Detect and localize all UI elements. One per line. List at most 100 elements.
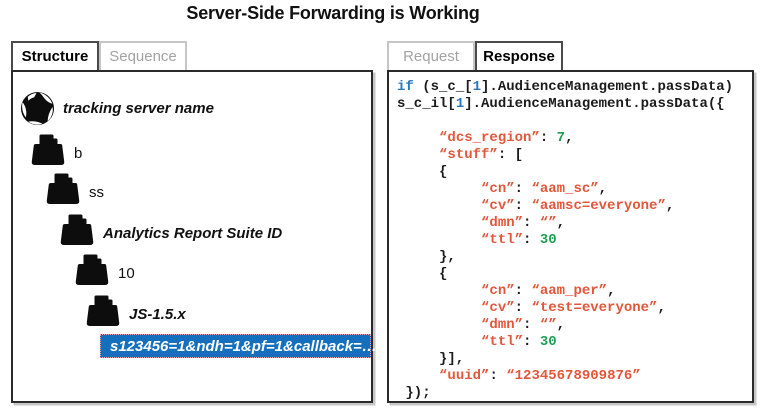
tree-item-ss[interactable]: ss bbox=[45, 173, 104, 206]
folder-icon bbox=[30, 134, 66, 167]
code-token: “stuff” bbox=[439, 147, 498, 163]
code-token bbox=[397, 283, 481, 299]
tree-item-label: tracking server name bbox=[63, 100, 214, 117]
code-token bbox=[397, 198, 481, 214]
tree-item-10[interactable]: 10 bbox=[74, 254, 135, 287]
tree-item-tracking-server-name[interactable]: tracking server name bbox=[20, 91, 214, 126]
code-token: “cv” bbox=[481, 198, 515, 214]
code-line: “dmn”: “”, bbox=[397, 317, 752, 334]
code-token: “cn” bbox=[481, 181, 515, 197]
code-token bbox=[397, 317, 481, 333]
folder-icon bbox=[59, 214, 95, 247]
code-token: { bbox=[397, 266, 448, 282]
tree-item-label: 10 bbox=[118, 264, 135, 282]
code-line: “cv”: “aamsc=everyone”, bbox=[397, 198, 752, 215]
code-token: , bbox=[565, 130, 574, 146]
code-line: “cv”: “test=everyone”, bbox=[397, 300, 752, 317]
code-token bbox=[397, 147, 439, 163]
code-token: : bbox=[539, 130, 557, 146]
code-token: “aam_sc” bbox=[531, 181, 599, 197]
code-token: : bbox=[523, 334, 540, 350]
code-line: { bbox=[397, 266, 752, 283]
code-token bbox=[397, 130, 439, 146]
code-token: 30 bbox=[539, 232, 557, 248]
code-token: : bbox=[514, 300, 532, 316]
code-line: if (s_c_[1].AudienceManagement.passData) bbox=[397, 79, 752, 96]
code-token: , bbox=[607, 283, 616, 299]
code-line: “cn”: “aam_sc”, bbox=[397, 181, 752, 198]
code-token bbox=[397, 368, 439, 384]
code-token: ].AudienceManagement.passData({ bbox=[464, 96, 725, 112]
page-title: Server-Side Forwarding is Working bbox=[186, 3, 480, 23]
code-line bbox=[397, 113, 752, 130]
selected-request-row[interactable]: s123456=1&ndh=1&pf=1&callback=… bbox=[100, 334, 377, 358]
code-token bbox=[397, 215, 481, 231]
code-token: , bbox=[556, 317, 566, 333]
code-token bbox=[397, 334, 481, 350]
tab-structure[interactable]: Structure bbox=[11, 41, 99, 70]
code-token: “dmn” bbox=[481, 215, 524, 231]
code-line: “dcs_region”: 7, bbox=[397, 130, 752, 147]
code-token: 1 bbox=[472, 79, 482, 95]
tree-item-label: JS-1.5.x bbox=[129, 305, 186, 323]
code-token: : bbox=[514, 283, 532, 299]
code-token: : bbox=[523, 317, 540, 333]
code-line: “ttl”: 30 bbox=[397, 232, 752, 249]
code-token: : bbox=[514, 198, 532, 214]
folder-icon bbox=[85, 295, 121, 328]
code-token: : bbox=[523, 215, 540, 231]
code-token: “” bbox=[539, 215, 557, 231]
code-token: “dmn” bbox=[481, 317, 524, 333]
code-token: }], bbox=[397, 351, 465, 367]
code-token bbox=[397, 300, 481, 316]
selected-request-text: s123456=1&ndh=1&pf=1&callback=… bbox=[110, 337, 377, 355]
code-line: “dmn”: “”, bbox=[397, 215, 752, 232]
code-line: “ttl”: 30 bbox=[397, 334, 752, 351]
code-token: if bbox=[397, 79, 414, 95]
code-token: }); bbox=[397, 385, 431, 401]
code-line: “uuid”: “12345678909876” bbox=[397, 368, 752, 385]
code-token: , bbox=[665, 198, 675, 214]
code-line: }); bbox=[397, 385, 752, 402]
code-token: “12345678909876” bbox=[506, 368, 641, 384]
code-token: , bbox=[598, 181, 608, 197]
code-token: “” bbox=[539, 317, 557, 333]
code-token: }, bbox=[397, 249, 456, 265]
code-token: (s_c_[ bbox=[413, 79, 473, 95]
tab-request[interactable]: Request bbox=[387, 41, 475, 70]
code-line: s_c_il[1].AudienceManagement.passData({ bbox=[397, 96, 752, 113]
code-token bbox=[397, 232, 481, 248]
code-token: : bbox=[514, 181, 532, 197]
structure-tree-view: tracking server name b ss Analytics Repo… bbox=[11, 70, 377, 403]
code-token: “aam_per” bbox=[531, 283, 608, 299]
code-token: 30 bbox=[539, 334, 557, 350]
tree-item-analytics-report-suite-id[interactable]: Analytics Report Suite ID bbox=[59, 214, 282, 247]
code-token: “aamsc=everyone” bbox=[531, 198, 666, 214]
folder-icon bbox=[74, 254, 110, 287]
tree-item-b[interactable]: b bbox=[30, 134, 82, 167]
code-token: “cv” bbox=[481, 300, 515, 316]
tree-item-label: ss bbox=[89, 183, 104, 201]
code-token: “cn” bbox=[481, 283, 515, 299]
code-token: s_c_il[ bbox=[397, 96, 456, 112]
code-token bbox=[397, 181, 481, 197]
tree-item-js-1-5-x[interactable]: JS-1.5.x bbox=[85, 295, 186, 328]
code-token: “test=everyone” bbox=[531, 300, 658, 316]
code-token: : [ bbox=[497, 147, 524, 163]
globe-icon bbox=[20, 91, 55, 126]
code-line: “cn”: “aam_per”, bbox=[397, 283, 752, 300]
code-token: “ttl” bbox=[481, 334, 524, 350]
code-token: , bbox=[556, 215, 566, 231]
code-token: : bbox=[523, 232, 540, 248]
code-token: , bbox=[657, 300, 666, 316]
tab-sequence[interactable]: Sequence bbox=[99, 41, 187, 70]
code-line: }], bbox=[397, 351, 752, 368]
tree-item-label: b bbox=[74, 144, 83, 162]
code-line: }, bbox=[397, 249, 752, 266]
tab-response[interactable]: Response bbox=[475, 41, 563, 70]
code-line: { bbox=[397, 164, 752, 181]
